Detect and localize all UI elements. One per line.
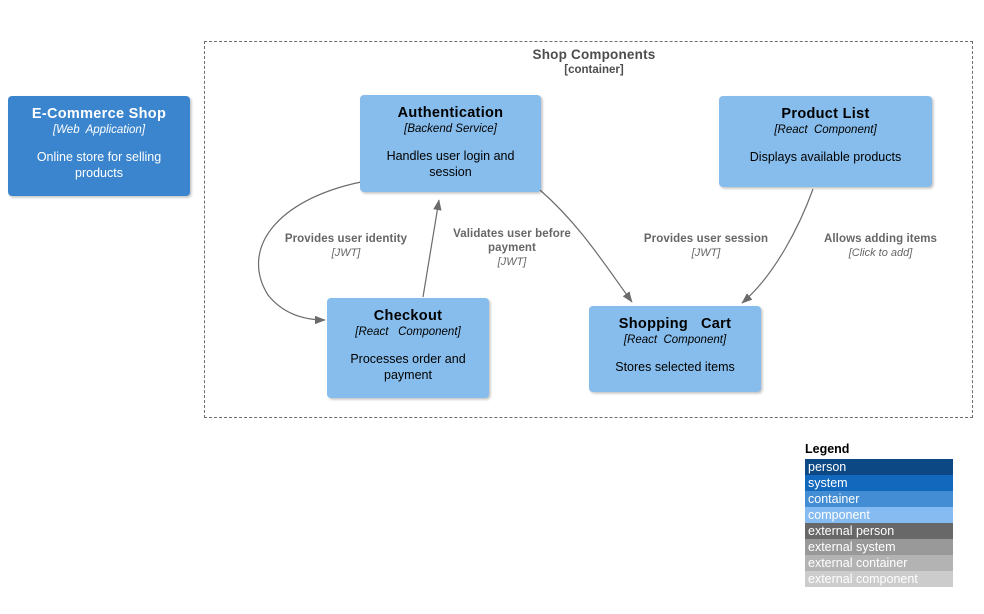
node-type: [Web Application] xyxy=(52,123,146,136)
legend-item-external-component: external component xyxy=(805,571,953,587)
legend-item-label: external person xyxy=(808,524,895,538)
legend-item-label: external component xyxy=(808,572,918,586)
node-name: Shopping Cart xyxy=(618,316,732,332)
edge-label-text: Provides user identity xyxy=(284,233,408,245)
edge-label-technology: [JWT] xyxy=(691,246,721,259)
edge-label-auth-to-checkout: Provides user identity [JWT] xyxy=(246,233,446,260)
node-ecommerce-shop[interactable]: E-Commerce Shop [Web Application] Online… xyxy=(8,96,190,196)
edge-label-technology: [JWT] xyxy=(497,255,527,268)
node-product-list[interactable]: Product List [React Component] Displays … xyxy=(719,96,932,187)
node-authentication[interactable]: Authentication [Backend Service] Handles… xyxy=(360,95,541,192)
boundary-title-name: Shop Components xyxy=(532,47,656,62)
node-name: E-Commerce Shop xyxy=(31,106,167,122)
node-description: Processes order and payment xyxy=(350,352,466,383)
legend-item-container: container xyxy=(805,491,953,507)
node-name: Product List xyxy=(781,106,870,122)
node-description: Online store for selling products xyxy=(36,150,162,181)
legend-item-label: person xyxy=(808,460,847,474)
boundary-title: Shop Components [container] xyxy=(444,47,744,77)
node-type: [Backend Service] xyxy=(404,122,497,135)
legend-item-system: system xyxy=(805,475,953,491)
edge-label-technology: [Click to add] xyxy=(848,246,913,259)
edge-label-auth-to-cart: Provides user session [JWT] xyxy=(626,233,786,260)
legend-title: Legend xyxy=(805,442,850,456)
legend: Legend person system container component ext… xyxy=(805,442,953,587)
legend-item-external-system: external system xyxy=(805,539,953,555)
legend-item-label: container xyxy=(808,492,860,506)
legend-item-external-person: external person xyxy=(805,523,953,539)
edge-label-text: Allows adding items xyxy=(823,233,938,245)
legend-item-label: external container xyxy=(808,556,908,570)
edge-label-productlist-to-cart: Allows adding items [Click to add] xyxy=(803,233,958,260)
node-description: Displays available products xyxy=(749,150,902,165)
boundary-title-type: [container] xyxy=(564,63,624,76)
legend-item-external-container: external container xyxy=(805,555,953,571)
node-name: Authentication xyxy=(397,105,504,121)
edge-label-text: Validates user before payment xyxy=(453,228,571,254)
node-type: [React Component] xyxy=(623,333,727,346)
legend-item-label: component xyxy=(808,508,870,522)
node-name: Checkout xyxy=(373,308,443,324)
edge-label-technology: [JWT] xyxy=(331,246,361,259)
legend-item-label: system xyxy=(808,476,848,490)
boundary-shop-components xyxy=(204,41,973,418)
node-shopping-cart[interactable]: Shopping Cart [React Component] Stores s… xyxy=(589,306,761,392)
legend-item-person: person xyxy=(805,459,953,475)
node-description: Stores selected items xyxy=(615,360,735,375)
legend-rows: person system container component external p… xyxy=(805,459,953,587)
node-checkout[interactable]: Checkout [React Component] Processes ord… xyxy=(327,298,489,398)
node-type: [React Component] xyxy=(355,325,461,338)
node-description: Handles user login and session xyxy=(386,149,515,180)
legend-item-component: component xyxy=(805,507,953,523)
legend-item-label: external system xyxy=(808,540,896,554)
edge-label-text: Provides user session xyxy=(643,233,769,245)
node-type: [React Component] xyxy=(774,123,877,136)
edge-label-checkout-to-auth: Validates user before payment [JWT] xyxy=(437,228,587,269)
